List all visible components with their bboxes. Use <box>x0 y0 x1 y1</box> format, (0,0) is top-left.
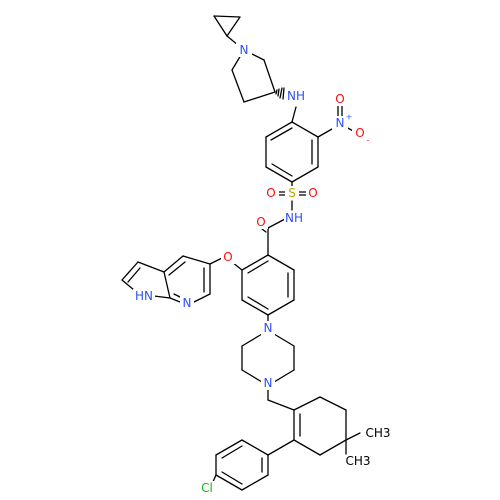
pyridine-nitrogen-label: N <box>183 296 192 310</box>
pyrrolidine-ring <box>231 49 285 103</box>
carbonyl-oxygen-label: O <box>256 215 265 229</box>
piperazine-ring <box>241 333 295 411</box>
nitro-oxygen-side-label: O <box>355 126 364 140</box>
azaindole-ring-system <box>121 255 211 303</box>
dimethylcyclohexene-ring <box>293 396 361 456</box>
azaindole-nh-label: HN <box>135 289 153 303</box>
nitro-oxygen-top-label: O <box>335 92 344 106</box>
sulfonyl-oxygen-left-label: O <box>266 186 275 200</box>
sulfonyl-sulfur-label: S <box>288 186 296 200</box>
ether-oxygen-label: O <box>223 250 232 264</box>
nitrophenyl-ring <box>265 106 333 183</box>
methyl-label-2: CH3 <box>345 454 370 468</box>
ether-link <box>209 257 223 265</box>
methyl-label-1: CH3 <box>365 426 390 440</box>
atom-labels: N NH N + O O - S O O NH O O HN N N N CH3… <box>133 43 391 495</box>
amine-nh-label: NH <box>287 89 305 103</box>
central-benzene-ring <box>231 254 295 323</box>
sulfonyl-oxygen-right-label: O <box>308 186 317 200</box>
pyrrolidine-nitrogen-label: N <box>240 43 249 57</box>
chlorophenyl-ring <box>211 439 295 491</box>
nitro-minus-charge-label: - <box>367 136 370 145</box>
nitro-nitrogen-label: N <box>336 116 345 130</box>
piperazine-nitrogen-top-label: N <box>264 321 273 335</box>
nitro-plus-charge-label: + <box>346 113 353 122</box>
piperazine-nitrogen-bottom-label: N <box>264 376 273 390</box>
sulfonamide-nh-label: NH <box>285 211 303 225</box>
chlorine-label: Cl <box>201 481 213 495</box>
